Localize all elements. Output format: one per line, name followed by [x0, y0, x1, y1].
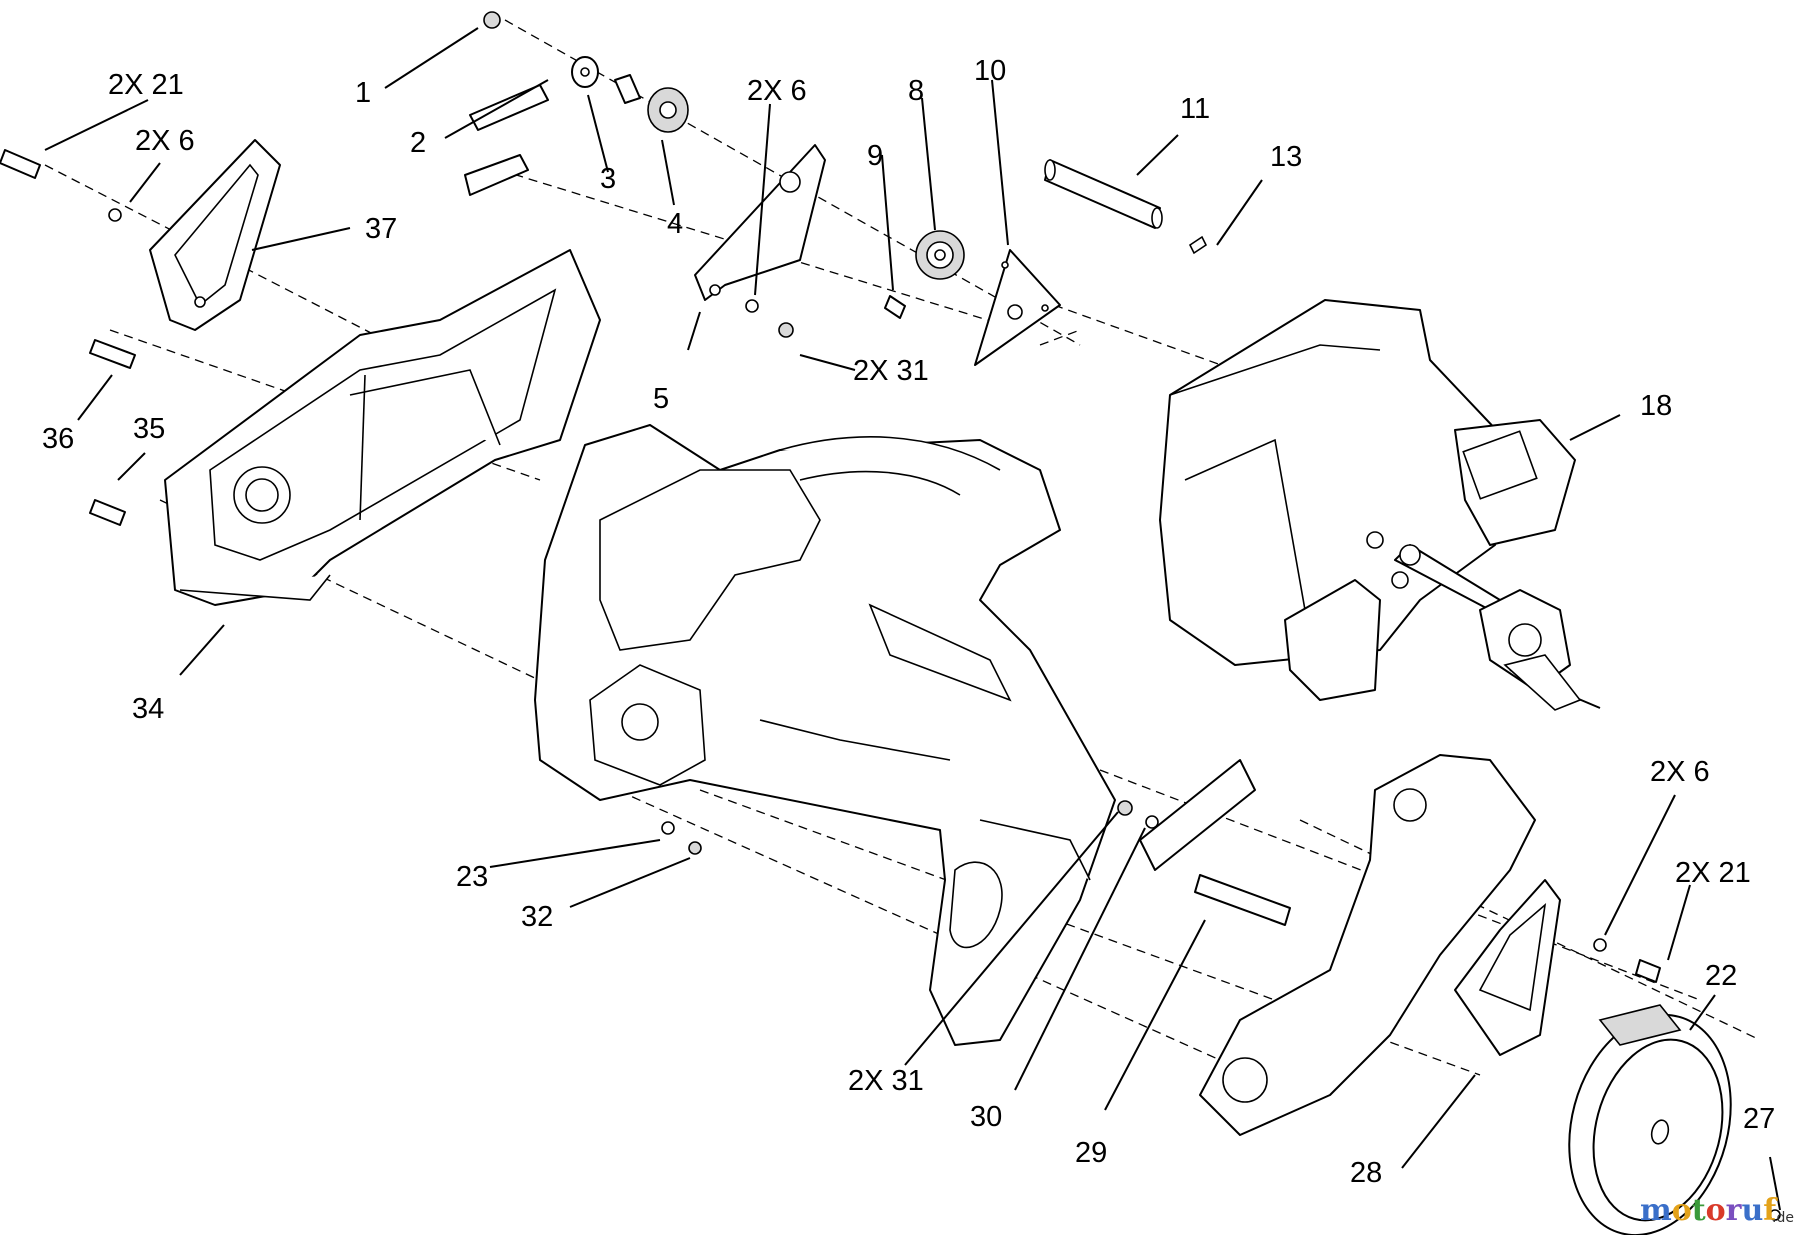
svg-text:motoruf: motoruf: [1640, 1193, 1778, 1228]
clip-part-13: [1188, 235, 1208, 255]
callout-labels: 1 2 3 4 5 2X 6 8 9 10 11 13 18 2X 21 2X …: [42, 55, 1775, 1189]
hardware: [0, 11, 1781, 1221]
callout-36: 36: [42, 423, 74, 455]
watermark-letter: u: [1741, 1193, 1763, 1228]
bracket-part-37: [149, 139, 281, 331]
side-panel-part-28: [1199, 754, 1561, 1136]
watermark-letter: m: [1640, 1193, 1672, 1228]
auger-housing: [534, 424, 1116, 1046]
callout-9: 9: [867, 140, 883, 172]
callout-2x-31-bottom: 2X 31: [848, 1065, 924, 1097]
callout-1: 1: [355, 77, 371, 109]
callout-8: 8: [908, 75, 924, 107]
watermark-letter: f: [1763, 1193, 1778, 1228]
plate-part-10: [974, 249, 1061, 366]
watermark-logo: motoruf .de: [1640, 1193, 1794, 1228]
callout-2: 2: [410, 127, 426, 159]
callout-5: 5: [653, 383, 669, 415]
callout-29: 29: [1075, 1137, 1107, 1169]
callout-4: 4: [667, 208, 683, 240]
leader-lines: [44, 27, 1781, 1211]
callout-2x-21-right: 2X 21: [1675, 857, 1751, 889]
watermark-letter: o: [1706, 1193, 1726, 1228]
gearbox-part-18: [1159, 299, 1601, 711]
callout-2x-6-left: 2X 6: [135, 125, 195, 157]
callout-18: 18: [1640, 390, 1672, 422]
callout-2x-21-left: 2X 21: [108, 69, 184, 101]
watermark-suffix: .de: [1772, 1210, 1794, 1226]
callout-22: 22: [1705, 960, 1737, 992]
callout-11: 11: [1180, 93, 1210, 125]
callout-27: 27: [1743, 1103, 1775, 1135]
watermark-letter: t: [1692, 1193, 1706, 1228]
callout-2x-6-top: 2X 6: [747, 75, 807, 107]
callout-34: 34: [132, 693, 164, 725]
watermark-letter: r: [1726, 1193, 1743, 1228]
shaft-part-29: [1139, 759, 1291, 926]
callout-37: 37: [365, 213, 397, 245]
callout-32: 32: [521, 901, 553, 933]
shaft-part-11: [1044, 159, 1163, 229]
callout-2x-31-top: 2X 31: [853, 355, 929, 387]
wheel-part-22: [1568, 1004, 1732, 1235]
callout-28: 28: [1350, 1157, 1382, 1189]
callout-2x-6-right: 2X 6: [1650, 756, 1710, 788]
side-cover-part-34: [164, 249, 601, 606]
callout-35: 35: [133, 413, 165, 445]
callout-13: 13: [1270, 141, 1302, 173]
callout-30: 30: [970, 1101, 1002, 1133]
gear-part-8: [915, 230, 965, 280]
callout-3: 3: [600, 163, 616, 195]
watermark-letter: o: [1672, 1193, 1692, 1228]
callout-23: 23: [456, 861, 488, 893]
callout-10: 10: [974, 55, 1006, 87]
